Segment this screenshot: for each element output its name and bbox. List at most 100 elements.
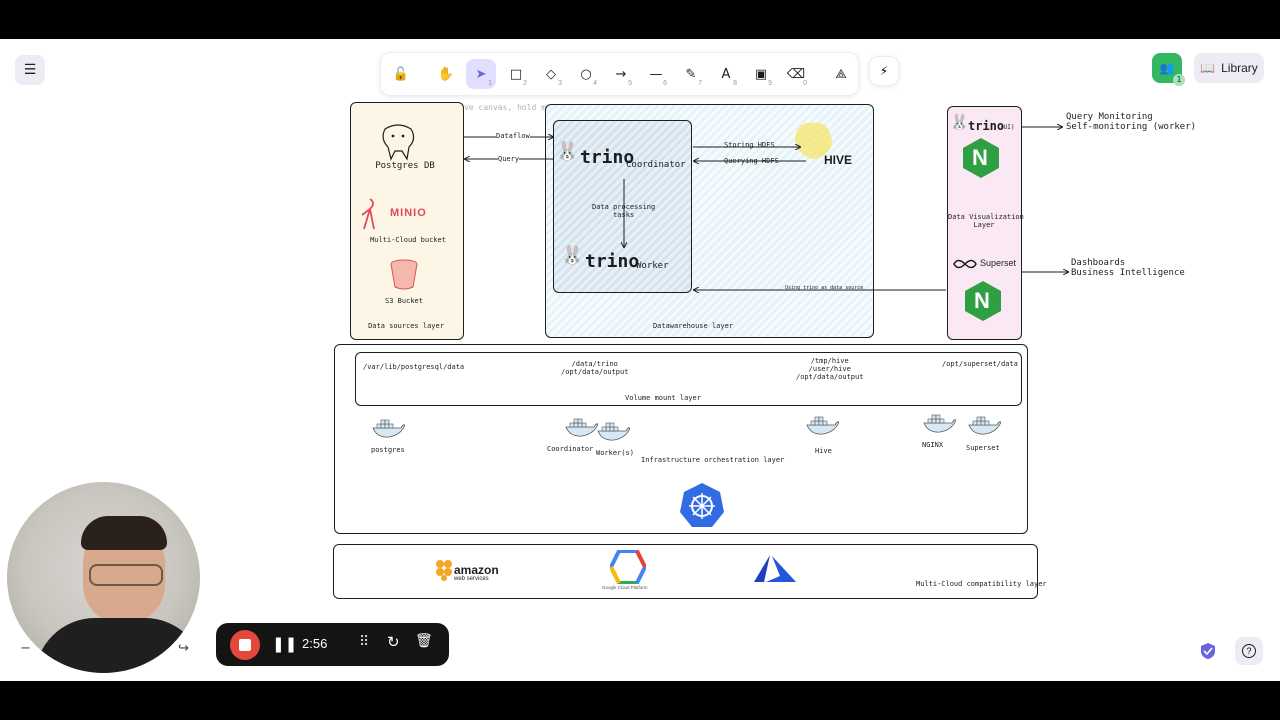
- container-workers-label: Worker(s): [596, 449, 634, 457]
- canvas-app: ☰ 🔓✋➤1□2◇3○4→5—6✎7A8▣9⌫0⟁ ⚡ To move canv…: [0, 39, 1280, 681]
- hand-tool[interactable]: ✋: [431, 59, 461, 89]
- pause-button[interactable]: ❚❚: [272, 635, 298, 653]
- image-tool[interactable]: ▣9: [746, 59, 776, 89]
- hand-icon: ✋: [437, 66, 455, 82]
- container-nginx-label: NGINX: [922, 441, 944, 449]
- nginx-top-letter: N: [972, 145, 988, 170]
- superset-logo-icon: [953, 259, 977, 269]
- arrow-shortcut-key: 5: [628, 80, 632, 87]
- eraser-shortcut-key: 0: [803, 80, 807, 87]
- selection-tool[interactable]: ➤1: [466, 59, 496, 89]
- arrow-tool[interactable]: →5: [606, 59, 636, 89]
- draw-icon: ✎: [685, 66, 697, 82]
- ellipse-tool[interactable]: ○4: [571, 59, 601, 89]
- docker-superset-icon: [968, 416, 1001, 435]
- warehouse-layer-label: Datawarehouse layer: [652, 322, 734, 330]
- library-button[interactable]: 📖 Library: [1194, 53, 1264, 83]
- kubernetes-icon: [680, 483, 724, 527]
- trino-worker-logo: trino: [585, 251, 640, 272]
- lock-icon: 🔓: [392, 66, 410, 82]
- docker-coordinator-icon: [565, 418, 598, 437]
- zoom-out-button[interactable]: −: [20, 641, 31, 656]
- image-shortcut-key: 9: [768, 80, 772, 87]
- text-icon: A: [721, 66, 731, 82]
- nginx-bottom-letter: N: [974, 288, 990, 313]
- help-button[interactable]: ?: [1235, 637, 1263, 665]
- s3-label: S3 Bucket: [385, 297, 423, 305]
- library-label: Library: [1221, 61, 1258, 75]
- trino-ui-suffix: (UI): [1000, 124, 1015, 131]
- gcp-hexagon-icon: [610, 550, 646, 584]
- vol-hive: /tmp/hive /user/hive /opt/data/output: [796, 357, 864, 381]
- container-hive-label: Hive: [815, 447, 832, 455]
- stop-record-button[interactable]: [230, 630, 260, 660]
- dashboards-label: Dashboards Business Intelligence: [1071, 258, 1185, 278]
- line-icon: —: [649, 66, 663, 82]
- infrastructure-layer[interactable]: [334, 344, 1028, 534]
- grid-handle-icon[interactable]: ⠿: [359, 634, 370, 650]
- shield-check-icon[interactable]: [1200, 642, 1216, 660]
- lock-tool[interactable]: 🔓: [386, 59, 416, 89]
- trino-worker-bunny-icon: 🐰: [561, 245, 584, 266]
- trino-bunny-icon: 🐰: [556, 141, 579, 162]
- storing-hdfs-label: Storing HDFS: [724, 141, 775, 149]
- gcp-label: Google Cloud Platform: [602, 585, 648, 590]
- eraser-tool[interactable]: ⌫0: [781, 59, 811, 89]
- aws-sub-text: web services: [454, 576, 489, 582]
- trino-cluster-box[interactable]: [553, 120, 692, 293]
- query-label: Query: [498, 155, 520, 163]
- recording-time: 2:56: [302, 636, 328, 651]
- trino-ui-logo: trino: [968, 119, 1005, 133]
- minio-label: Multi-Cloud bucket: [370, 236, 446, 244]
- selection-shortcut-key: 1: [488, 80, 492, 87]
- vol-postgres: /var/lib/postgresql/data: [363, 363, 465, 371]
- data-sources-layer[interactable]: [350, 102, 464, 340]
- docker-nginx-icon: [923, 414, 956, 433]
- query-monitoring-label: Query Monitoring Self-monitoring (worker…: [1066, 112, 1197, 132]
- collaborators-button[interactable]: 👥 1: [1152, 53, 1185, 86]
- draw-tool[interactable]: ✎7: [676, 59, 706, 89]
- main-menu-button[interactable]: ☰: [15, 55, 45, 85]
- users-icon: 👥: [1159, 61, 1175, 75]
- volume-layer-label: Volume mount layer: [625, 394, 701, 402]
- container-coordinator-label: Coordinator: [547, 445, 594, 453]
- recorder-bar: ❚❚ 2:56 ⠿ ↻ 🗑: [216, 623, 449, 666]
- line-tool[interactable]: —6: [641, 59, 671, 89]
- webcam-person-body: [35, 618, 200, 673]
- aws-main-text: amazon: [454, 563, 499, 577]
- draw-shortcut-key: 7: [698, 80, 702, 87]
- azure-icon: [754, 555, 796, 582]
- volume-mount-layer[interactable]: [355, 352, 1022, 406]
- help-icon: ?: [1242, 644, 1256, 658]
- coordinator-label: Coordinator: [626, 160, 686, 170]
- rectangle-tool[interactable]: □2: [501, 59, 531, 89]
- container-superset-label: Superset: [966, 444, 1000, 452]
- webcam-person-glasses: [89, 564, 163, 586]
- minio-bird-icon: [361, 198, 375, 230]
- delete-recording-button[interactable]: 🗑: [415, 633, 433, 649]
- more-shapes-icon: ⟁: [835, 66, 847, 82]
- multicloud-layer-label: Multi-Cloud compatibility layer: [916, 580, 1047, 588]
- selection-icon: ➤: [475, 66, 487, 82]
- container-postgres-label: postgres: [371, 446, 405, 454]
- aws-hexagons-icon: [436, 560, 452, 581]
- multicloud-layer[interactable]: [333, 544, 1038, 599]
- postgres-label: Postgres DB: [375, 161, 435, 171]
- collab-count-badge: 1: [1173, 74, 1185, 86]
- more-shapes-tool[interactable]: ⟁: [826, 59, 856, 89]
- image-icon: ▣: [754, 66, 768, 82]
- dataflow-label: Dataflow: [496, 132, 530, 140]
- worker-label: Worker: [636, 261, 669, 271]
- diamond-tool[interactable]: ◇3: [536, 59, 566, 89]
- s3-bucket-icon: [390, 259, 418, 290]
- stop-icon: [239, 639, 251, 651]
- restart-button[interactable]: ↻: [387, 633, 400, 651]
- laser-pointer-button[interactable]: ⚡: [870, 57, 898, 85]
- book-icon: 📖: [1200, 61, 1216, 75]
- viz-layer-label: Data Visualization Layer: [948, 213, 1024, 229]
- superset-logo-text: Superset: [980, 258, 1017, 268]
- vol-superset: /opt/superset/data: [942, 360, 1018, 368]
- laser-icon: ⚡: [879, 64, 889, 78]
